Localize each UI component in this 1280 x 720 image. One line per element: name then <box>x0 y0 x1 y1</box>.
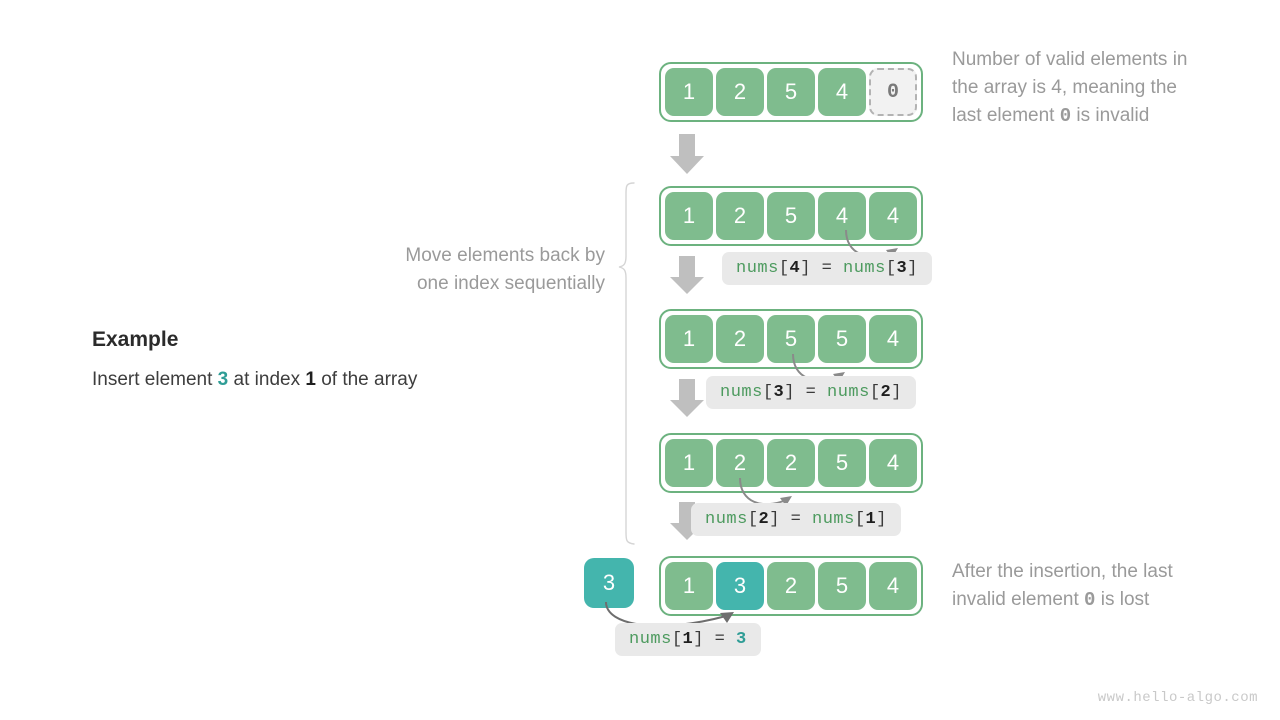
array-cell: 2 <box>767 562 815 610</box>
array-row-step-1: 1 2 5 4 4 <box>659 186 923 246</box>
example-insert-index: 1 <box>305 369 316 390</box>
invalid-value-token: 0 <box>1059 105 1072 127</box>
example-insert-value: 3 <box>217 369 229 390</box>
array-cell: 2 <box>716 68 764 116</box>
code-label-step-1: nums[4] = nums[3] <box>722 252 932 285</box>
array-cell: 4 <box>869 562 917 610</box>
array-cell: 1 <box>665 68 713 116</box>
after-insertion-note-line2: invalid element 0 is lost <box>952 589 1150 611</box>
code-label-step-3: nums[2] = nums[1] <box>691 503 901 536</box>
watermark: www.hello-algo.com <box>1097 690 1258 706</box>
valid-elements-note-line2: the array is 4, meaning the <box>952 77 1177 98</box>
example-description: Insert element 3 at index 1 of the array <box>92 369 417 391</box>
move-elements-note-line2: one index sequentially <box>416 273 605 294</box>
array-cell: 1 <box>665 192 713 240</box>
array-cell-inserted: 3 <box>716 562 764 610</box>
down-arrow-icon <box>670 256 704 294</box>
example-text-middle: at index <box>228 369 306 390</box>
move-elements-note: Move elements back by one index sequenti… <box>330 242 605 298</box>
example-text-suffix: of the array <box>315 369 418 390</box>
array-cell: 2 <box>767 439 815 487</box>
code-label-step-2: nums[3] = nums[2] <box>706 376 916 409</box>
lost-value-token: 0 <box>1084 589 1096 611</box>
array-cell: 4 <box>818 192 866 240</box>
array-cell: 5 <box>818 315 866 363</box>
array-cell: 1 <box>665 439 713 487</box>
after-insertion-note-line1: After the insertion, the last <box>952 561 1173 582</box>
array-cell: 5 <box>767 315 815 363</box>
array-cell-invalid: 0 <box>869 68 917 116</box>
array-cell: 2 <box>716 315 764 363</box>
array-row-step-2: 1 2 5 5 4 <box>659 309 923 369</box>
array-cell: 5 <box>818 562 866 610</box>
array-cell: 1 <box>665 315 713 363</box>
insert-value-cell: 3 <box>584 558 634 608</box>
valid-elements-note-line3: last element 0 is invalid <box>952 105 1150 127</box>
valid-elements-note: Number of valid elements in the array is… <box>952 46 1262 130</box>
example-text-prefix: Insert element <box>92 369 218 390</box>
array-cell: 4 <box>818 68 866 116</box>
down-arrow-icon <box>670 134 704 174</box>
copy-arrow-icon <box>739 477 792 506</box>
array-cell: 4 <box>869 315 917 363</box>
array-row-initial: 1 2 5 4 0 <box>659 62 923 122</box>
move-elements-note-line1: Move elements back by <box>405 245 605 266</box>
array-cell: 4 <box>869 192 917 240</box>
array-cell: 5 <box>818 439 866 487</box>
down-arrow-icon <box>670 379 704 417</box>
array-cell: 5 <box>767 68 815 116</box>
example-heading: Example <box>92 328 179 351</box>
array-row-final: 1 3 2 5 4 <box>659 556 923 616</box>
array-cell: 1 <box>665 562 713 610</box>
after-insertion-note: After the insertion, the last invalid el… <box>952 558 1252 614</box>
array-cell: 5 <box>767 192 815 240</box>
array-cell: 4 <box>869 439 917 487</box>
code-label-final: nums[1] = 3 <box>615 623 761 656</box>
array-cell: 2 <box>716 192 764 240</box>
valid-elements-note-line1: Number of valid elements in <box>952 49 1188 70</box>
grouping-brace <box>618 182 635 545</box>
